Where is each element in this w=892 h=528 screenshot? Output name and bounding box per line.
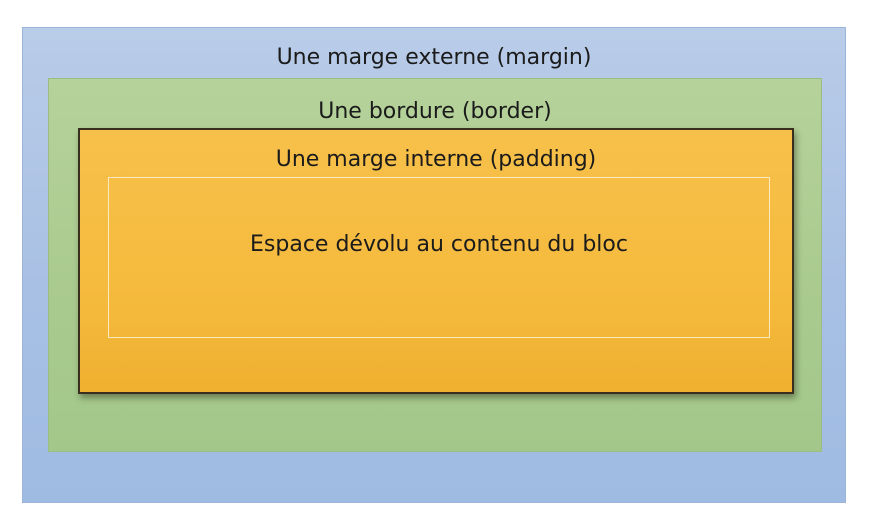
content-label: Espace dévolu au contenu du bloc [250,232,628,257]
margin-label: Une marge externe (margin) [276,45,592,70]
content-area [108,177,770,338]
border-label: Une bordure (border) [318,99,552,124]
padding-area [78,128,794,394]
padding-label: Une marge interne (padding) [275,147,597,172]
